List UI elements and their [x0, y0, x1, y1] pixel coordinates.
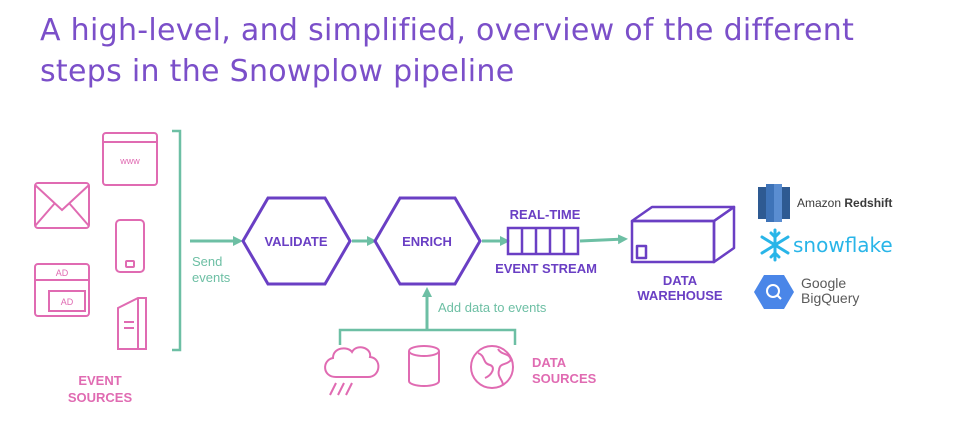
server-icon [117, 297, 147, 350]
page-title: A high-level, and simplified, overview o… [40, 13, 855, 89]
globe-icon [470, 345, 514, 389]
validate-step [241, 196, 352, 286]
bigquery-label-1: Google [801, 275, 846, 291]
send-events-label-2: events [192, 270, 231, 285]
redshift-label: Amazon Redshift [797, 196, 892, 210]
ad-icon: AD AD [34, 263, 90, 317]
redshift-prefix: Amazon [797, 196, 841, 210]
warehouse-label-2: WAREHOUSE [637, 288, 723, 303]
email-icon [34, 182, 90, 229]
enrich-label: ENRICH [402, 234, 452, 249]
weather-icon [324, 346, 380, 396]
data-sources-bracket [338, 328, 517, 345]
data-sources-label-1: DATA [532, 355, 567, 370]
mobile-phone-icon [115, 219, 145, 273]
bigquery-label-2: BigQuery [801, 290, 859, 306]
ad-icon-text-1: AD [56, 268, 69, 278]
snowflake-logo-icon [760, 228, 790, 262]
stream-to-warehouse-arrow [579, 234, 628, 245]
database-icon [408, 345, 440, 387]
validate-label: VALIDATE [264, 234, 327, 249]
event-stream-icon [506, 226, 580, 256]
add-data-label: Add data to events [438, 300, 547, 315]
google-bigquery-logo-icon [754, 275, 794, 309]
stream-bottom-label: EVENT STREAM [495, 261, 597, 276]
redshift-name: Redshift [844, 196, 892, 210]
send-events-label-1: Send [192, 254, 222, 269]
website-icon-text: www [119, 156, 140, 166]
website-icon: www [102, 132, 158, 186]
event-sources-label-2: SOURCES [68, 390, 133, 405]
data-warehouse-icon [630, 205, 736, 264]
data-sources-label-2: SOURCES [532, 371, 597, 386]
event-sources-label-1: EVENT [78, 373, 121, 388]
amazon-redshift-logo-icon [758, 184, 790, 222]
enrich-step [373, 196, 482, 286]
stream-top-label: REAL-TIME [510, 207, 581, 222]
warehouse-label-1: DATA [663, 273, 698, 288]
ad-icon-text-2: AD [61, 297, 74, 307]
event-sources-bracket [172, 129, 182, 352]
snowflake-label: snowflake [793, 233, 893, 257]
